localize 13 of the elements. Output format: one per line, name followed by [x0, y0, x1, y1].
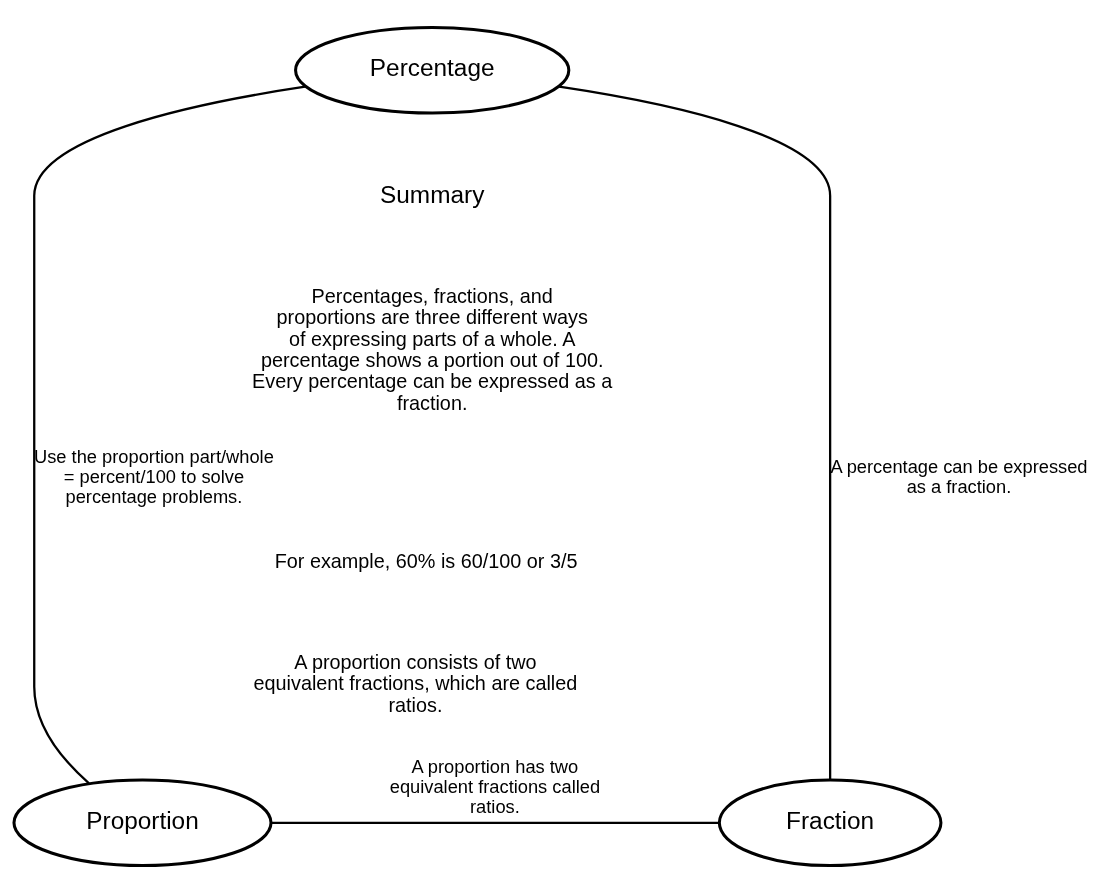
label: Percentages, fractions, and proportions are three different ways of expressing parts of a whole. A percentage shows a portion out of 100. Every percentage can be expressed as a fraction. [252, 285, 613, 414]
edge-label: A proportion has two equivalent fractions called ratios. [389, 756, 601, 818]
connector [559, 85, 832, 780]
connector [271, 821, 719, 824]
label: A proportion consists of two equivalent fractions, which are called ratios. [253, 650, 578, 716]
node-ellipse: Proportion [12, 778, 273, 868]
edge-label: A percentage can be expressed as a fraction. [830, 456, 1088, 498]
connector [33, 85, 306, 785]
edge-label: Use the proportion part/whole = percent/100 to solve percentage problems. [34, 446, 274, 508]
label: Summary [380, 181, 485, 208]
label: For example, 60% is 60/100 or 3/5 [274, 550, 578, 573]
node-ellipse: Percentage [294, 25, 571, 115]
node-ellipse: Fraction [717, 778, 943, 868]
